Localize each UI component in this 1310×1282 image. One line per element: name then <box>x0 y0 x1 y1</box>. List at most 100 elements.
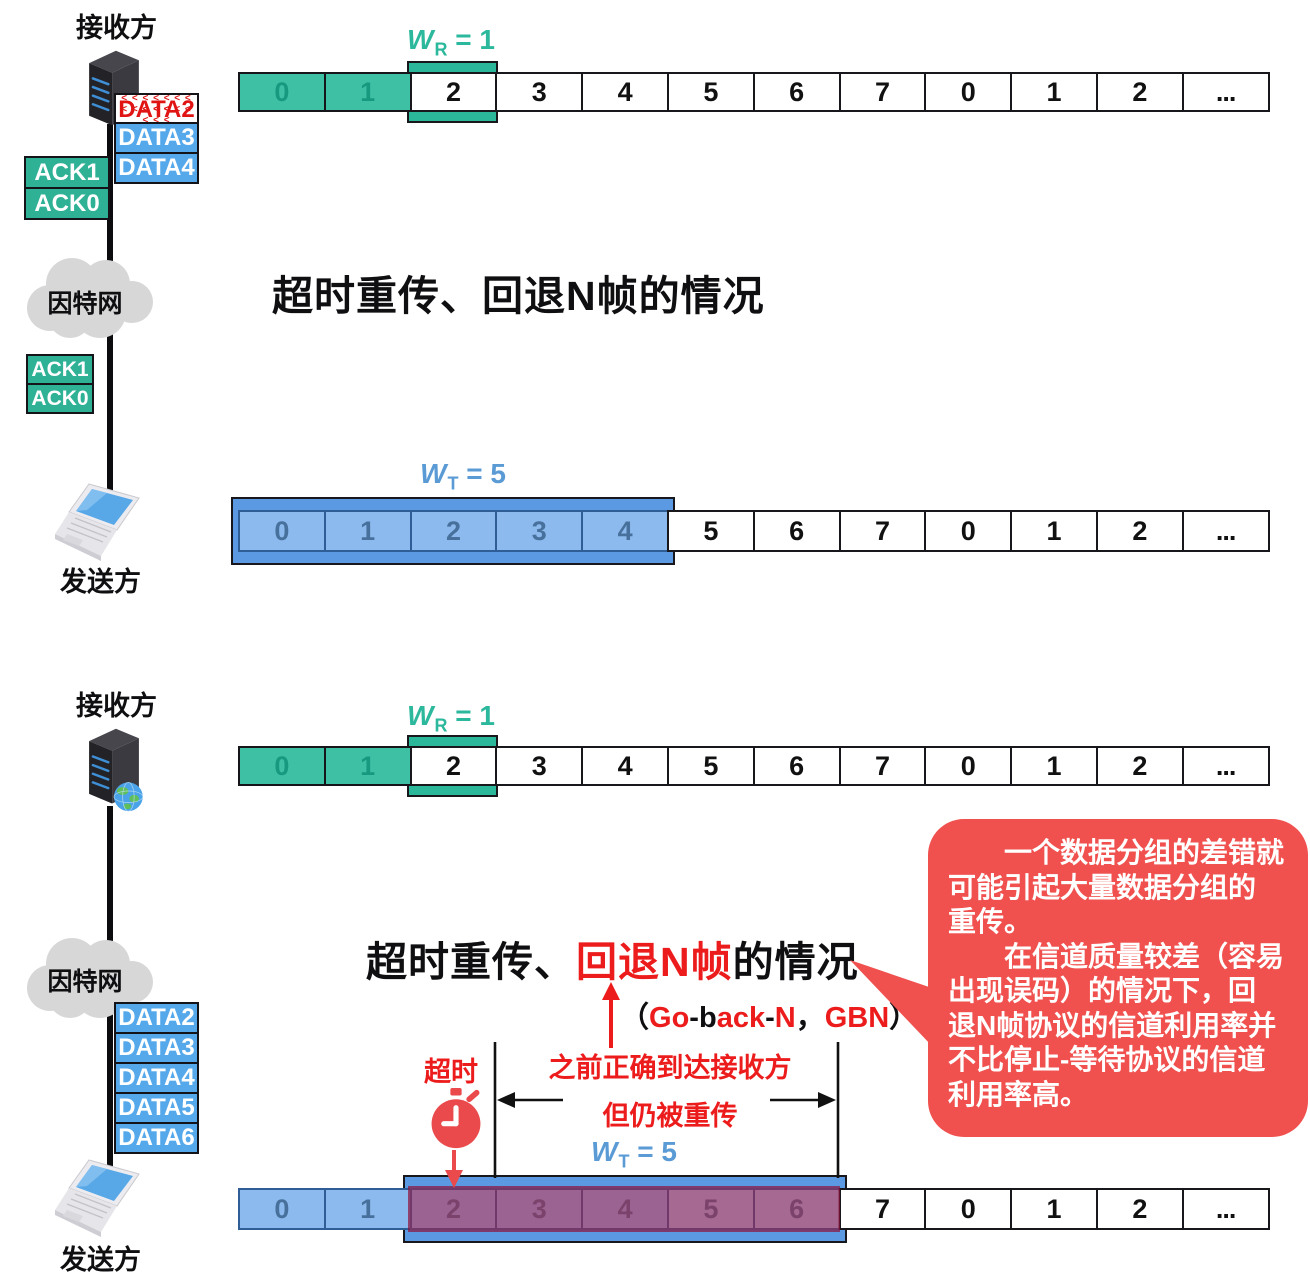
top-title: 超时重传、回退N帧的情况 <box>272 273 765 319</box>
text-part: N <box>774 1002 796 1034</box>
sequence-cell: 5 <box>666 510 755 552</box>
sequence-cell: ... <box>1181 72 1270 112</box>
sequence-cell: 2 <box>409 72 498 112</box>
sequence-cell: 0 <box>238 510 326 552</box>
sequence-cell: 2 <box>409 510 498 552</box>
bottom-receiver-label: 接收方 <box>76 691 157 721</box>
retransmit-note-line2: 但仍被重传 <box>602 1101 738 1131</box>
packet-label: DATA5 <box>114 1092 199 1124</box>
packet-label: DATA4 <box>114 1062 199 1094</box>
sequence-cell: 0 <box>924 746 1013 786</box>
sequence-cell: 1 <box>1010 72 1098 112</box>
text-part: GBN <box>824 1002 890 1034</box>
sequence-cell: 1 <box>1010 746 1098 786</box>
packet-label: ACK1 <box>26 354 94 385</box>
receiver-window-size-label: WR = 1 <box>407 700 495 737</box>
sequence-cell: 7 <box>838 746 927 786</box>
w-subscript: T <box>618 1151 630 1172</box>
sequence-cell: 0 <box>238 746 326 786</box>
retransmit-span-lines <box>493 1042 840 1178</box>
w-symbol: W <box>407 700 434 731</box>
packet-label: DATA2 <box>114 1002 199 1034</box>
internet-cloud-icon <box>27 258 153 338</box>
sequence-cell: 0 <box>238 1188 326 1230</box>
sequence-cell: 1 <box>323 510 412 552</box>
packet-label: DATA3 <box>114 1032 199 1064</box>
packet-label: DATA4 <box>114 152 199 184</box>
sequence-cell: 7 <box>838 72 927 112</box>
text-part: （ <box>620 1002 650 1034</box>
sequence-cell: 0 <box>924 1188 1013 1230</box>
text-part: - <box>689 1002 699 1034</box>
stopwatch-icon <box>431 1088 481 1149</box>
laptop-icon <box>55 483 140 561</box>
sequence-cell: ... <box>1181 510 1270 552</box>
sequence-cell: 3 <box>495 72 584 112</box>
sequence-cell: 4 <box>581 746 669 786</box>
w-subscript: R <box>434 715 448 736</box>
arrow-up-icon <box>602 982 620 1048</box>
packet-label: ACK0 <box>24 187 110 220</box>
arrow-down-icon <box>445 1150 463 1188</box>
text-part: ack <box>716 1002 766 1034</box>
w-value: = 1 <box>455 700 495 731</box>
note-speech-bubble: 一个数据分组的差错就 可能引起大量数据分组的 重传。 在信道质量较差（容易 出现… <box>928 819 1308 1137</box>
w-value: = 1 <box>455 24 495 55</box>
timeout-label: 超时 <box>424 1057 478 1087</box>
sequence-cell: 1 <box>323 72 412 112</box>
sequence-cell: 1 <box>1010 510 1098 552</box>
sequence-cell: 7 <box>838 1188 927 1230</box>
sequence-cell: 4 <box>581 72 669 112</box>
sequence-cell: 1 <box>323 746 412 786</box>
text-part: - <box>765 1002 775 1034</box>
retransmitted-frames-overlay <box>408 1186 840 1232</box>
bottom-title: 超时重传、回退N帧的情况 <box>366 928 859 988</box>
internet-cloud-icon <box>27 938 153 1018</box>
sequence-cell: 2 <box>1095 72 1184 112</box>
sequence-cell: ... <box>1181 1188 1270 1230</box>
top-internet-label: 因特网 <box>47 290 123 318</box>
text-part: 回退N帧 <box>576 939 733 985</box>
sequence-cell: 1 <box>1010 1188 1098 1230</box>
packet-label: ACK0 <box>26 383 94 414</box>
retransmit-note-line1: 之前正确到达接收方 <box>548 1053 792 1083</box>
sequence-cell: 7 <box>838 510 927 552</box>
bottom-sender-label: 发送方 <box>60 1245 141 1275</box>
sequence-cell: 1 <box>323 1188 412 1230</box>
text-part: 的情况 <box>732 939 859 985</box>
sequence-cell: 4 <box>581 510 669 552</box>
sequence-cell: 2 <box>1095 510 1184 552</box>
sequence-cell: 5 <box>666 746 755 786</box>
sequence-cell: 2 <box>1095 746 1184 786</box>
packet-label: DATA3 <box>114 122 199 154</box>
w-symbol: W <box>591 1136 618 1167</box>
sequence-cell: 6 <box>752 510 841 552</box>
sequence-cell: 0 <box>238 72 326 112</box>
note-text: 一个数据分组的差错就 可能引起大量数据分组的 重传。 在信道质量较差（容易 出现… <box>948 837 1285 1110</box>
server-globe-icon <box>89 728 144 812</box>
laptop-icon <box>55 1159 140 1237</box>
w-subscript: R <box>434 39 448 60</box>
sequence-cell: 3 <box>495 746 584 786</box>
packet-label: ACK1 <box>24 156 110 189</box>
packet-label: DATA6 <box>114 1122 199 1154</box>
sequence-cell: 2 <box>409 746 498 786</box>
text-part: b <box>698 1002 717 1034</box>
sequence-cell: 5 <box>666 72 755 112</box>
text-part: 超时重传、 <box>366 939 576 985</box>
w-subscript: T <box>447 473 459 494</box>
sequence-cell: 3 <box>495 510 584 552</box>
w-symbol: W <box>407 24 434 55</box>
sender-window-size-label: WT = 5 <box>383 458 543 495</box>
w-symbol: W <box>420 458 447 489</box>
sequence-cell: ... <box>1181 746 1270 786</box>
top-sender-label: 发送方 <box>60 567 141 597</box>
sequence-cell: 6 <box>752 746 841 786</box>
